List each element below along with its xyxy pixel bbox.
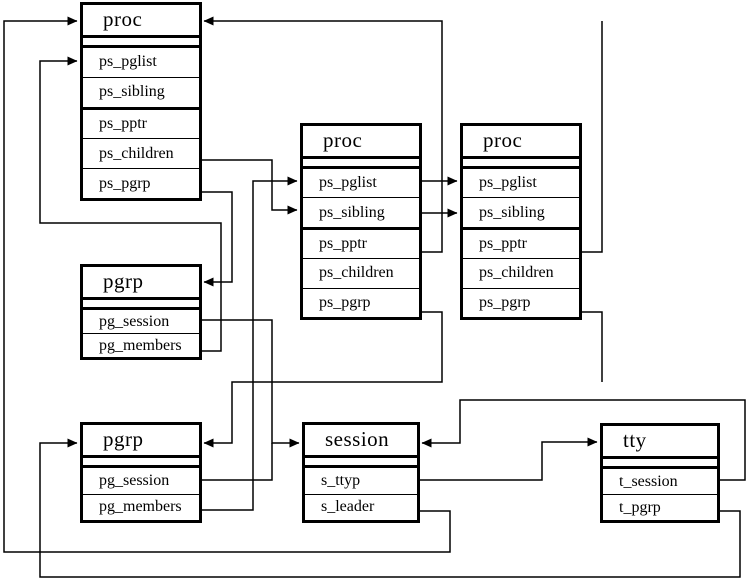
field-ps_pglist: ps_pglist	[479, 174, 537, 192]
title-double-rule	[463, 156, 579, 169]
field-ps_sibling: ps_sibling	[83, 76, 199, 107]
field-ps_sibling: ps_sibling	[303, 197, 419, 226]
field-ps_pptr: ps_pptr	[303, 226, 419, 258]
struct-title: pgrp	[103, 269, 144, 293]
field-ps_children: ps_children	[83, 138, 199, 168]
struct-title: proc	[483, 128, 523, 152]
struct-title: proc	[103, 7, 143, 31]
struct-title: session	[325, 427, 390, 451]
struct-tty: tty t_session t_pgrp	[600, 423, 720, 523]
edge-bottom-pg_members-to-mid-ps_pglist	[202, 176, 298, 511]
edge-t_session-to-session	[421, 399, 746, 481]
field-pg_members: pg_members	[83, 333, 199, 357]
field-ps_pglist: ps_pglist	[319, 174, 377, 192]
field-s_ttyp: s_ttyp	[321, 471, 361, 489]
struct-title: tty	[623, 428, 647, 452]
field-ps_pptr: ps_pptr	[83, 106, 199, 139]
title-double-rule	[83, 297, 199, 310]
field-pg_members: pg_members	[83, 493, 199, 521]
struct-pgrp-children: pgrp pg_session pg_members	[80, 422, 202, 523]
title-double-rule	[83, 455, 199, 468]
title-double-rule	[83, 35, 199, 48]
field-t_session: t_session	[619, 472, 678, 490]
field-ps_pglist: ps_pglist	[99, 53, 157, 71]
field-t_pgrp: t_pgrp	[603, 494, 717, 520]
field-ps_pgrp: ps_pgrp	[303, 287, 419, 317]
title-double-rule	[305, 455, 417, 468]
field-ps_pgrp: ps_pgrp	[83, 168, 199, 198]
struct-title: proc	[323, 128, 363, 152]
field-ps_children: ps_children	[463, 258, 579, 287]
edge-right-ps_pptr-join	[582, 21, 603, 253]
edge-top-ps_pgrp-to-mid-pgrp	[202, 191, 233, 287]
field-ps_sibling: ps_sibling	[463, 197, 579, 226]
field-ps_pgrp: ps_pgrp	[463, 287, 579, 317]
field-pg_session: pg_session	[99, 471, 170, 489]
field-pg_session: pg_session	[99, 312, 170, 330]
edge-bottom-pg_session-join	[202, 443, 273, 481]
edge-mid-pg_members-to-top-ps_pglist	[39, 56, 222, 352]
field-s_leader: s_leader	[305, 493, 417, 521]
edge-mid-ps_pgrp-to-bottom-pgrp	[203, 311, 443, 448]
struct-title: pgrp	[103, 427, 144, 451]
edge-mid-ps_pptr-to-top-proc	[203, 16, 443, 253]
title-double-rule	[303, 156, 419, 169]
field-ps_children: ps_children	[303, 258, 419, 287]
edge-mid-pg_session-to-session	[202, 319, 300, 448]
field-ps_pptr: ps_pptr	[463, 226, 579, 258]
struct-pgrp-parent: pgrp pg_session pg_members	[80, 264, 202, 360]
edge-s_leader-to-top-proc	[3, 16, 451, 553]
edge-s_ttyp-to-tty	[420, 437, 598, 481]
edge-t_pgrp-to-bottom-pgrp	[39, 438, 741, 578]
edge-right-ps_pgrp-join	[582, 311, 603, 382]
struct-session: session s_ttyp s_leader	[302, 422, 420, 523]
title-double-rule	[603, 456, 717, 469]
edge-top-ps_children-to-mid-ps_sibling	[202, 159, 298, 215]
